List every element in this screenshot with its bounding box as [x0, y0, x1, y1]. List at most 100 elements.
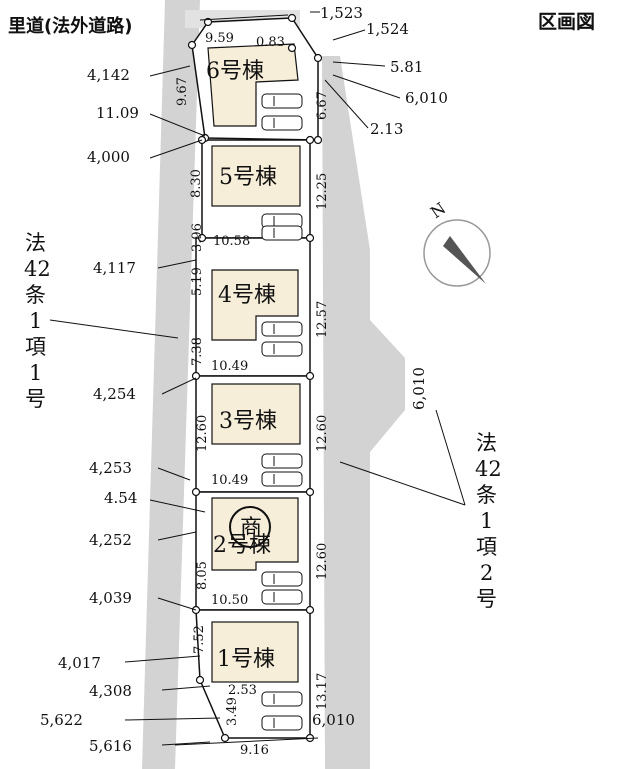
dim-lot6-left: 9.67 — [175, 77, 190, 106]
boundary-marker-icon — [191, 371, 201, 381]
boundary-marker-icon — [220, 733, 230, 743]
boundary-marker-icon — [197, 233, 207, 243]
lot-names: 6号棟 5号棟 4号棟 3号棟 2号棟 1号棟 — [206, 59, 277, 672]
elev-4017: 4,017 — [58, 654, 101, 672]
dim-lot5-bottom: 10.58 — [213, 234, 250, 249]
elev-1523: 1,523 — [320, 4, 363, 22]
dim-lot1-left: 7.52 — [192, 625, 207, 654]
dim-lot6-right-small-b: 2.13 — [370, 120, 403, 138]
right-road-label-0: 法 — [476, 431, 497, 455]
building-5 — [211, 145, 301, 207]
elev-4308: 4,308 — [89, 682, 132, 700]
leader-lines — [49, 11, 466, 746]
right-elevations: 1,523 1,524 6,010 6,010 6,010 — [312, 4, 448, 729]
dim-lot1-bottom-small: 2.53 — [228, 683, 257, 698]
dim-lot2-left: 8.05 — [195, 561, 210, 590]
elev-4253: 4,253 — [89, 459, 132, 477]
vertical-dimensions: 9.67 6.67 8.30 12.25 3.96 5.19 7.38 12.5… — [175, 77, 330, 726]
dim-top-width: 9.59 — [205, 31, 234, 46]
parking-car-icon — [261, 225, 303, 241]
left-elevations: 4,142 4,000 4,117 4,254 4,253 4,252 4,03… — [40, 66, 136, 755]
boundary-marker-icon — [305, 135, 315, 145]
dim-lot4-bottom: 10.49 — [211, 359, 248, 374]
lot-name-5: 5号棟 — [219, 165, 277, 190]
top-road-label: 里道(法外道路) — [8, 15, 132, 37]
commercial-circle-icon — [229, 506, 271, 548]
commercial-mark: 商 — [240, 516, 262, 541]
elev-4252: 4,252 — [89, 531, 132, 549]
elev-6010-b: 6,010 — [410, 367, 428, 410]
boundary-marker-icon — [187, 40, 197, 50]
buildings — [207, 43, 301, 683]
elev-5616: 5,616 — [89, 737, 132, 755]
parking-car-icon — [261, 715, 303, 731]
boundary-marker-icon — [305, 371, 315, 381]
dim-lot4-left-small: 3.96 — [190, 223, 205, 252]
elev-4000: 4,000 — [87, 148, 130, 166]
parking-car-icon — [261, 471, 303, 487]
building-1 — [211, 621, 299, 683]
parking-car-icon — [261, 115, 303, 131]
dim-lot4-left-b: 7.38 — [190, 337, 205, 366]
right-road-label-4: 項 — [476, 535, 497, 559]
compass: N — [423, 199, 491, 287]
dim-lot6-right-small-a: 5.81 — [390, 58, 423, 76]
left-road-label-0: 法 — [25, 231, 46, 255]
parking-car-icon — [261, 589, 303, 605]
elev-4142: 4,142 — [87, 66, 130, 84]
boundary-marker-icon — [191, 487, 201, 497]
boundary-markers — [187, 13, 323, 743]
parking-car-icon — [261, 571, 303, 587]
parking-car-icon — [261, 691, 303, 707]
dim-lot6-top-small: 0.83 — [256, 35, 285, 50]
dim-lot6-bottom-left: 11.09 — [96, 104, 139, 122]
lot-name-1: 1号棟 — [217, 647, 275, 672]
boundary-marker-icon — [313, 135, 323, 145]
boundary-marker-icon — [313, 53, 323, 63]
left-road-label-1: 42 — [24, 257, 51, 281]
plan-title: 区画図 — [538, 11, 595, 33]
left-road-label-6: 号 — [25, 387, 46, 411]
dim-lot1-left-small: 3.49 — [225, 697, 240, 726]
building-4 — [211, 269, 299, 341]
compass-needle-icon — [443, 236, 486, 284]
elev-5622: 5,622 — [40, 711, 83, 729]
dim-bottom-width: 9.16 — [240, 743, 269, 758]
right-road-label-3: 1 — [480, 509, 493, 533]
boundary-marker-icon — [305, 487, 315, 497]
boundary-marker-icon — [287, 13, 297, 23]
left-road — [142, 0, 200, 769]
elev-4117: 4,117 — [93, 259, 136, 277]
bottom-dimension-line — [174, 737, 319, 746]
left-road-label-5: 1 — [29, 361, 42, 385]
elev-4254: 4,254 — [93, 385, 136, 403]
elev-4039: 4,039 — [89, 589, 132, 607]
elev-6010-c: 6,010 — [312, 711, 355, 729]
lot-name-3: 3号棟 — [219, 409, 277, 434]
dim-lot5-right: 12.25 — [315, 173, 330, 210]
dim-lot3-right: 12.60 — [315, 415, 330, 452]
dim-lot3-bottom: 10.49 — [211, 473, 248, 488]
lot-name-4: 4号棟 — [218, 283, 276, 308]
horizontal-dimensions: 9.59 0.83 5.81 2.13 11.09 10.58 10.49 10… — [96, 31, 423, 758]
parking-car-icon — [261, 453, 303, 469]
parking-car-icon — [261, 341, 303, 357]
left-road-label-2: 条 — [25, 283, 46, 307]
building-3 — [211, 383, 301, 445]
lot-name-2: 2号棟 — [213, 533, 271, 558]
dim-lot2-bottom: 10.50 — [211, 593, 248, 608]
boundary-marker-icon — [287, 43, 297, 53]
left-road-label-4: 項 — [25, 335, 46, 359]
boundary-marker-icon — [195, 675, 205, 685]
dim-lot5-left: 8.30 — [189, 169, 204, 198]
dim-lot3-left: 12.60 — [195, 415, 210, 452]
dim-lot6-right: 6.67 — [315, 91, 330, 120]
dim-lot2-small: 4.54 — [104, 489, 137, 507]
parking-car-icon — [261, 93, 303, 109]
right-road-label: 法 42 条 1 項 2 号 — [475, 431, 502, 611]
right-road-label-2: 条 — [476, 483, 497, 507]
boundary-marker-icon — [305, 605, 315, 615]
building-6 — [207, 43, 299, 127]
boundary-marker-icon — [203, 17, 213, 27]
